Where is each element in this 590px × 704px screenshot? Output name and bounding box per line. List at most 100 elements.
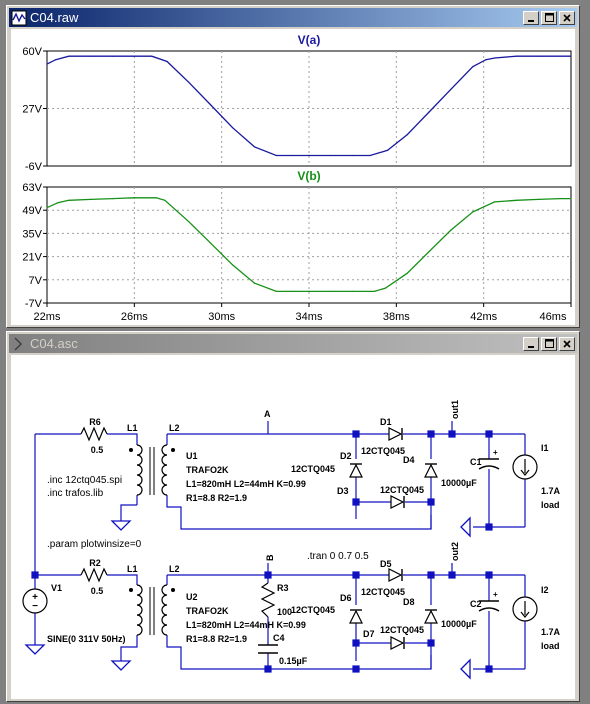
net-label-b[interactable]: B <box>265 554 275 561</box>
schematic-minimize-button[interactable] <box>523 336 539 351</box>
ground-symbol-3 <box>25 644 45 655</box>
d6-label: D6 <box>340 593 352 603</box>
data-point <box>275 154 277 157</box>
y-tick-label: 60V <box>22 46 42 58</box>
capacitor-c4[interactable]: C4 0.15µF <box>258 633 308 666</box>
data-point <box>515 55 517 57</box>
wire-r6-out <box>107 433 138 445</box>
net-label-a[interactable]: A <box>264 409 271 419</box>
diode-d7[interactable]: D7 12CTQ045 <box>363 625 424 650</box>
net-out2-text: out2 <box>450 542 460 561</box>
pane-b-trace-label[interactable]: V(b) <box>297 169 320 183</box>
data-point <box>232 127 234 129</box>
net-a-text: A <box>264 409 271 419</box>
diode-d3[interactable]: D3 12CTQ045 <box>337 485 424 509</box>
bottom-circuit[interactable] <box>31 563 526 673</box>
param-directive[interactable]: .param plotwinsize=0 <box>47 539 142 550</box>
i1-label: I1 <box>541 443 549 453</box>
data-point <box>570 198 572 200</box>
r3-label: R3 <box>277 583 289 593</box>
inc-directive-2[interactable]: .inc trafos.lib <box>47 488 104 499</box>
close-button[interactable] <box>559 10 575 25</box>
diode-d5[interactable]: D5 12CTQ045 <box>361 559 405 597</box>
pane-a-trace-label[interactable]: V(a) <box>298 33 321 47</box>
data-point <box>155 197 157 199</box>
transformer-u2[interactable]: L1 L2 U2 TRAFO2K L1=820mH L2=44mH K=0.99… <box>127 564 306 644</box>
series-line-V(b)[interactable] <box>46 197 571 293</box>
data-point <box>210 104 212 106</box>
y-tick-label: 63V <box>22 182 42 194</box>
data-point <box>293 290 295 292</box>
waveform-titlebar[interactable]: C04.raw <box>9 8 577 27</box>
d2-label: D2 <box>340 451 352 461</box>
pane-a-trace[interactable] <box>46 55 572 157</box>
schematic-titlebar[interactable]: C04.asc <box>9 334 577 353</box>
capacitor-c1[interactable]: + C1 10000µF <box>441 448 500 488</box>
ground-symbol-5 <box>460 659 471 679</box>
waveform-window-icon <box>11 10 27 25</box>
data-point <box>253 146 255 148</box>
data-point <box>308 290 310 292</box>
l2-top-label: L2 <box>169 423 180 433</box>
data-point <box>373 290 376 292</box>
u2-model: TRAFO2K <box>186 606 229 616</box>
resistor-r3[interactable]: R3 100 <box>260 582 292 618</box>
net-label-out1[interactable]: out1 <box>450 400 460 419</box>
d1-label: D1 <box>380 417 392 427</box>
ground-symbol-1 <box>111 520 131 531</box>
top-circuit[interactable] <box>34 421 526 575</box>
schematic-drawing[interactable]: R6 0.5 L1 L2 U1 TRAFO2K L1=820mH L2=44mH… <box>11 355 577 699</box>
y-tick-label: 27V <box>22 104 42 116</box>
l1-bottom-label: L1 <box>127 564 138 574</box>
wire-r2-out <box>107 574 138 585</box>
maximize-icon <box>544 13 554 22</box>
data-point <box>428 251 430 253</box>
net-label-out2[interactable]: out2 <box>450 542 460 561</box>
diode-d1[interactable]: D1 12CTQ045 <box>361 417 405 456</box>
capacitor-c2[interactable]: + C2 10000µF <box>441 590 500 629</box>
resistor-r2[interactable]: R2 0.5 <box>80 558 108 596</box>
data-point <box>68 199 70 201</box>
data-point <box>537 198 539 200</box>
c2-label: C2 <box>470 599 482 609</box>
data-point <box>515 199 517 201</box>
d7-model: 12CTQ045 <box>380 625 424 635</box>
net-out1-text: out1 <box>450 400 460 419</box>
data-point <box>450 229 452 231</box>
data-point <box>188 221 190 223</box>
diode-d6[interactable]: D6 12CTQ045 <box>291 593 363 624</box>
resistor-r6[interactable]: R6 0.5 <box>80 417 108 455</box>
maximize-icon <box>544 339 554 348</box>
transformer-u1[interactable]: L1 L2 U1 TRAFO2K L1=820mH L2=44mH K=0.99… <box>127 423 306 503</box>
minimize-button[interactable] <box>523 10 539 25</box>
current-source-i2[interactable]: I2 1.7A load <box>512 585 561 651</box>
schematic-canvas[interactable]: R6 0.5 L1 L2 U1 TRAFO2K L1=820mH L2=44mH… <box>11 355 575 699</box>
current-source-i1[interactable]: I1 1.7A load <box>512 443 561 510</box>
tran-directive[interactable]: .tran 0 0.7 0.5 <box>307 551 369 562</box>
diode-d2[interactable]: D2 12CTQ045 <box>291 451 363 478</box>
data-point <box>46 207 48 209</box>
i2-load: load <box>541 641 560 651</box>
d4-label: D4 <box>403 455 415 465</box>
close-icon <box>563 339 571 348</box>
r3-value: 100 <box>277 607 292 617</box>
diode-d4[interactable]: D4 <box>403 455 438 478</box>
i2-label: I2 <box>541 585 549 595</box>
maximize-button[interactable] <box>541 10 557 25</box>
pane-b-trace[interactable] <box>46 197 572 293</box>
voltage-source-v1[interactable]: + − V1 SINE(0 311V 50Hz) <box>22 583 126 644</box>
diode-d8[interactable]: D8 <box>403 597 438 624</box>
schematic-close-button[interactable] <box>559 336 575 351</box>
d5-model: 12CTQ045 <box>361 587 405 597</box>
data-point <box>352 290 354 292</box>
ground-symbol-4 <box>111 660 131 671</box>
inc-directive-1[interactable]: .inc 12ctq045.spi <box>47 475 122 486</box>
i1-value: 1.7A <box>541 486 561 496</box>
data-point <box>111 55 114 57</box>
y-tick-label: 21V <box>22 252 42 264</box>
schematic-maximize-button[interactable] <box>541 336 557 351</box>
